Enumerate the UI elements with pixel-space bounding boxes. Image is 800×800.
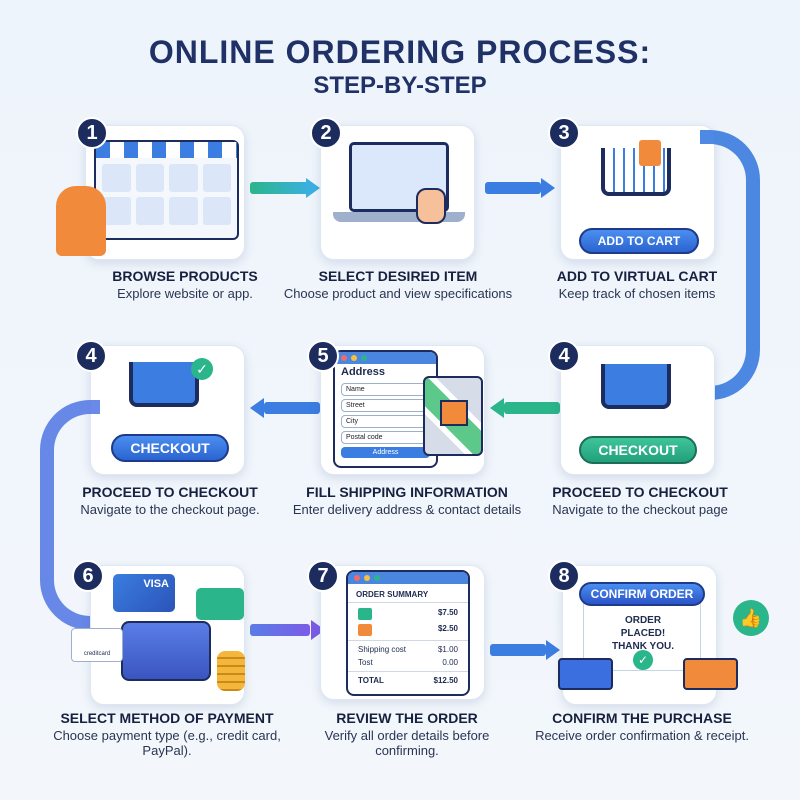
arrow-6-to-7: [250, 620, 325, 640]
step-5-number: 5: [307, 340, 339, 372]
blue-truck-icon: [558, 658, 613, 690]
green-card: [196, 588, 244, 620]
step-3-card: ADD TO CART: [560, 125, 715, 260]
city-field[interactable]: City: [341, 415, 430, 428]
checkout-button[interactable]: CHECKOUT: [111, 434, 229, 462]
mastercard-card: creditcard: [71, 628, 123, 662]
step-1-number: 1: [76, 117, 108, 149]
order-summary-window: ORDER SUMMARY $7.50 $2.50 Shipping cost $…: [346, 570, 470, 696]
laptop-illustration: [349, 142, 449, 212]
house-icon: [440, 400, 468, 426]
tost-value: 0.00: [442, 658, 458, 667]
tost-label: Tost: [358, 658, 373, 667]
total-value: $12.50: [433, 676, 458, 685]
coins-icon: [217, 651, 245, 691]
orange-shirt-icon: [358, 624, 372, 636]
visa-card: VISA: [113, 574, 175, 612]
shipping-label: Shipping cost: [358, 645, 407, 654]
map-house-illustration: [423, 376, 483, 456]
green-shirt-icon: [358, 608, 372, 620]
order-summary-heading: ORDER SUMMARY: [348, 584, 468, 603]
person-with-laptop-illustration: [56, 186, 106, 256]
wallet-icon: [121, 621, 211, 681]
step-7-number: 7: [307, 560, 339, 592]
name-field[interactable]: Name: [341, 383, 430, 396]
check-icon: ✓: [633, 650, 653, 670]
step-6-number: 6: [72, 560, 104, 592]
hand-pointer-icon: [416, 188, 446, 224]
arrow-4-to-5: [490, 398, 560, 418]
address-submit-button[interactable]: Address: [341, 447, 430, 458]
address-form-window: Address Name Street City Postal code Add…: [333, 350, 438, 468]
orange-truck-icon: [683, 658, 738, 690]
step-8-number: 8: [548, 560, 580, 592]
step-4-right-number: 4: [548, 340, 580, 372]
shipping-value: $1.00: [437, 645, 458, 654]
step-1-card: [56, 125, 245, 260]
item-price: $7.50: [437, 608, 458, 617]
step-4-left-number: 4: [75, 340, 107, 372]
confirm-order-button[interactable]: CONFIRM ORDER: [579, 582, 705, 606]
check-icon: ✓: [191, 358, 213, 380]
order-placed-message: ORDER PLACED! THANK YOU.: [611, 615, 675, 652]
step-6-card: VISA creditcard: [71, 565, 245, 705]
arrow-1-to-2: [250, 178, 320, 198]
total-label: TOTAL: [358, 676, 384, 685]
step-4-left-card: ✓ CHECKOUT: [90, 345, 245, 475]
step-2-number: 2: [310, 117, 342, 149]
step-7-card: ORDER SUMMARY $7.50 $2.50 Shipping cost $…: [320, 565, 485, 700]
cart-arrow-icon: [129, 362, 199, 407]
address-heading: Address: [341, 366, 386, 378]
step-3-number: 3: [548, 117, 580, 149]
step-2-card: [320, 125, 475, 260]
arrow-2-to-3: [485, 178, 555, 198]
postal-code-field[interactable]: Postal code: [341, 431, 430, 444]
arrow-7-to-8: [490, 640, 560, 660]
page-subtitle: STEP-BY-STEP: [313, 72, 487, 99]
step-4-right-card: CHECKOUT: [560, 345, 715, 475]
arrow-5-to-4: [250, 398, 320, 418]
step-8-card: CONFIRM ORDER ORDER PLACED! THANK YOU. ✓: [558, 565, 738, 705]
cart-arrow-icon: [601, 364, 671, 409]
checkout-button[interactable]: CHECKOUT: [579, 436, 697, 464]
add-to-cart-button[interactable]: ADD TO CART: [579, 228, 699, 254]
street-field[interactable]: Street: [341, 399, 430, 412]
thumbs-up-icon: 👍: [733, 600, 769, 636]
page-title: ONLINE ORDERING PROCESS:: [148, 34, 652, 70]
step-5-card: Address Name Street City Postal code Add…: [320, 345, 485, 475]
storefront-illustration: [94, 140, 239, 240]
item-price: $2.50: [437, 624, 458, 633]
